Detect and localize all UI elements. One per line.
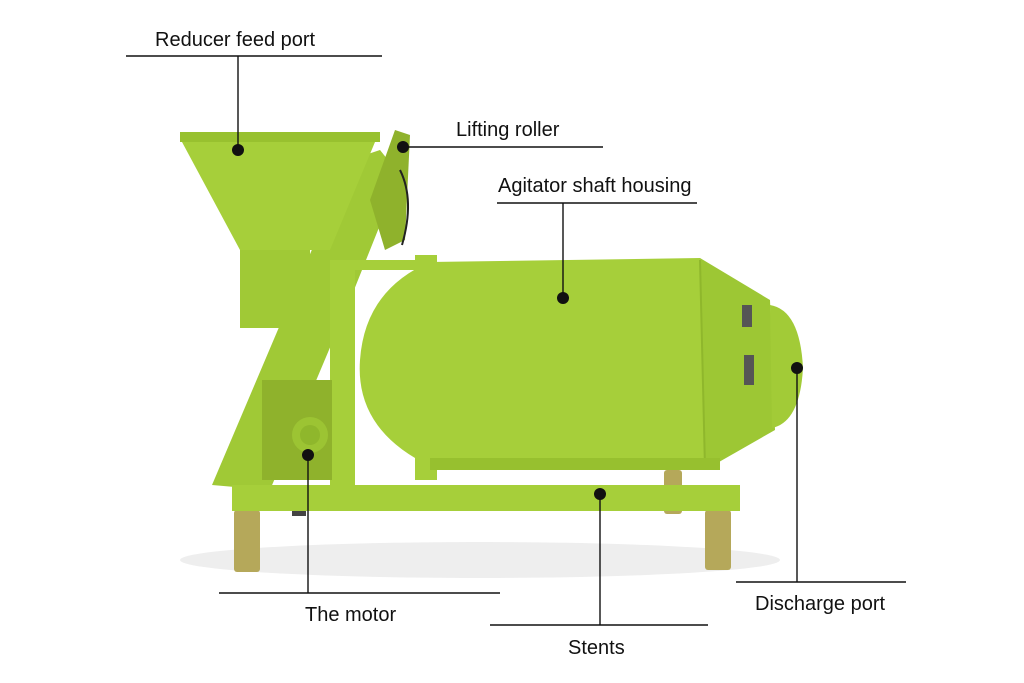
hopper: [180, 132, 380, 328]
leader-lines: [126, 55, 906, 626]
dot-reducer-feed-port: [232, 144, 244, 156]
lifting-mechanism: [370, 130, 410, 250]
dot-motor: [302, 449, 314, 461]
dot-agitator-shaft-housing: [557, 292, 569, 304]
label-lifting-roller: Lifting roller: [456, 119, 560, 141]
label-the-motor: The motor: [305, 604, 397, 626]
dot-lifting-roller: [397, 141, 409, 153]
label-discharge-port: Discharge port: [755, 593, 886, 615]
label-stents: Stents: [568, 637, 625, 659]
leader-dots: [232, 141, 803, 500]
label-agitator-shaft-housing: Agitator shaft housing: [498, 175, 692, 197]
dot-stents: [594, 488, 606, 500]
label-reducer-feed-port: Reducer feed port: [155, 29, 316, 51]
floor-shadow: [180, 542, 780, 578]
dot-discharge-port: [791, 362, 803, 374]
